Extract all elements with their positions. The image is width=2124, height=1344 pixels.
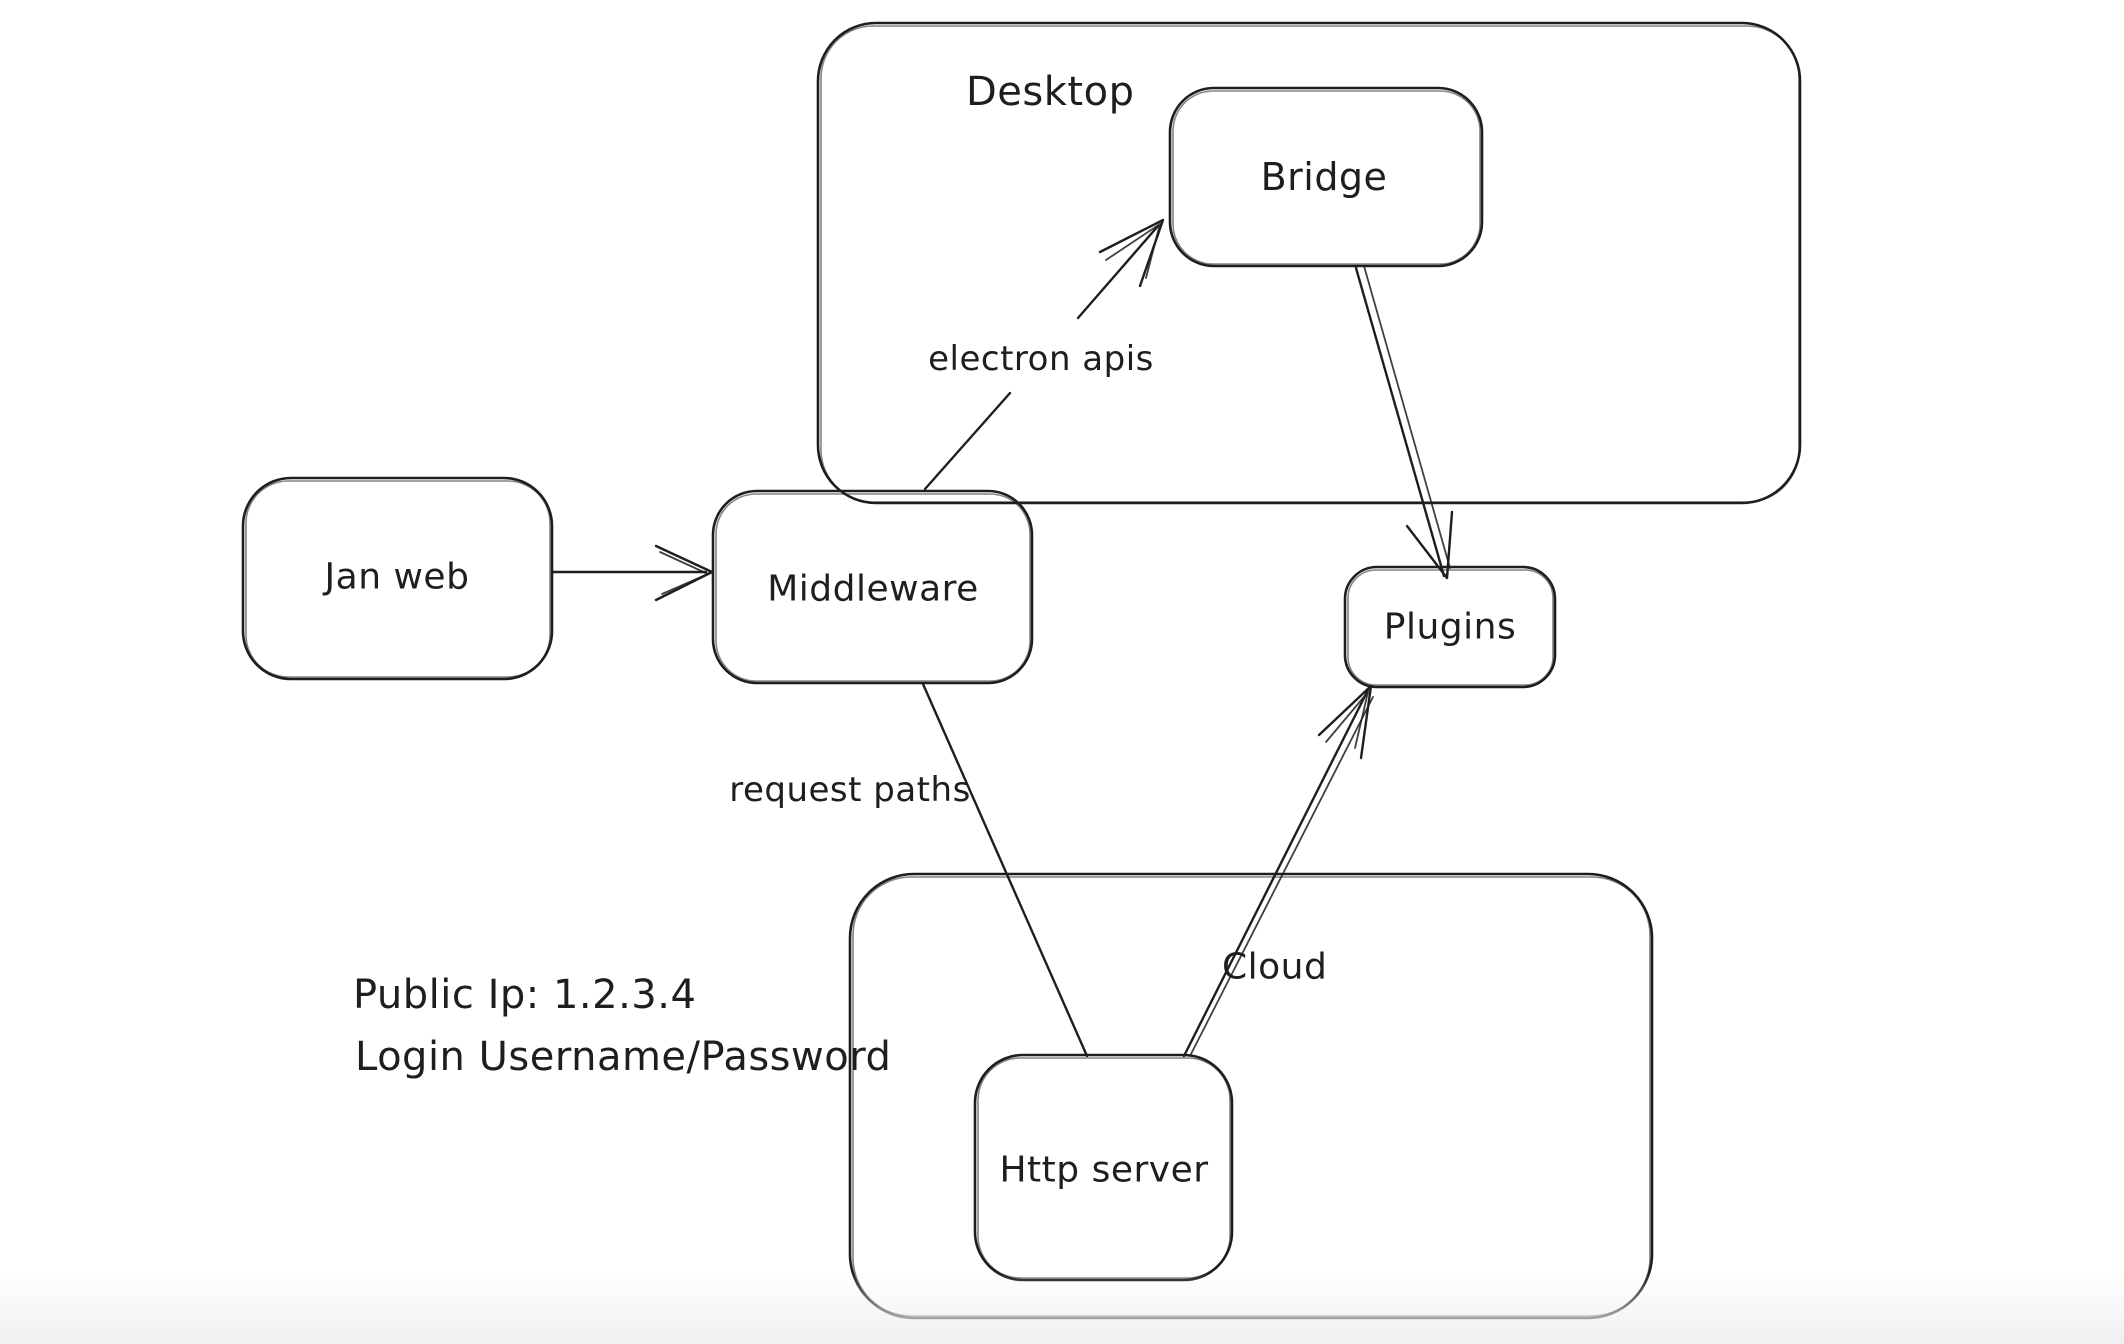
edge-middleware-to-bridge-arrowhead-icon	[1098, 218, 1165, 288]
cloud-container-label[interactable]: Cloud	[1222, 947, 1327, 988]
bridge-box[interactable]	[1168, 86, 1484, 268]
note-login[interactable]: Login Username/Password	[355, 1034, 891, 1080]
desktop-container-sketch-overstroke	[820, 25, 1800, 503]
edge-jan-web-to-middleware[interactable]	[550, 544, 714, 602]
edge-middleware-to-bridge-arrowhead-overstroke	[1105, 223, 1161, 279]
desktop-container[interactable]: Desktop	[816, 21, 1802, 505]
desktop-container-box[interactable]	[816, 21, 1802, 505]
plugins-sketch-overstroke	[1347, 569, 1554, 686]
edge-bridge-to-plugins-line-overstroke	[1363, 265, 1451, 569]
edge-middleware-to-bridge-line-lower[interactable]	[923, 391, 1012, 491]
middleware-box[interactable]	[711, 489, 1034, 685]
node-plugins[interactable]: Plugins	[1343, 565, 1557, 689]
edge-middleware-to-http-server[interactable]: request paths	[729, 682, 1089, 1058]
node-http-server[interactable]: Http server	[973, 1053, 1234, 1282]
edge-jan-web-to-middleware-arrowhead-icon	[654, 544, 714, 602]
edge-middleware-to-http-server-line[interactable]	[921, 682, 1089, 1058]
edge-middleware-to-bridge-line-upper[interactable]	[1076, 224, 1160, 320]
middleware-sketch-overstroke	[715, 493, 1031, 682]
http-server-label: Http server	[999, 1150, 1208, 1191]
jan-web-label: Jan web	[323, 557, 470, 598]
edge-http-server-to-plugins-arrowhead-icon	[1317, 684, 1373, 760]
edge-http-server-to-plugins-line-overstroke	[1189, 696, 1374, 1057]
edge-http-server-to-plugins-arrowhead-overstroke	[1325, 691, 1369, 749]
node-middleware[interactable]: Middleware	[711, 489, 1034, 685]
middleware-label: Middleware	[767, 569, 979, 610]
plugins-label: Plugins	[1384, 607, 1516, 648]
edge-label-request-paths[interactable]: request paths	[729, 770, 971, 810]
bridge-label: Bridge	[1261, 155, 1388, 199]
edge-middleware-to-bridge[interactable]: electron apis	[923, 218, 1165, 491]
node-jan-web[interactable]: Jan web	[241, 476, 554, 681]
notes-block[interactable]: Public Ip: 1.2.3.4 Login Username/Passwo…	[353, 972, 891, 1080]
edge-http-server-to-plugins[interactable]	[1182, 684, 1374, 1058]
bridge-sketch-overstroke	[1172, 90, 1481, 265]
jan-web-sketch-overstroke	[245, 480, 551, 678]
desktop-container-label[interactable]: Desktop	[966, 69, 1134, 115]
edge-jan-web-to-middleware-arrowhead-overstroke	[659, 551, 709, 595]
edge-bridge-to-plugins[interactable]	[1354, 265, 1454, 580]
canvas-bottom-fade	[0, 1272, 2124, 1344]
node-bridge[interactable]: Bridge	[1168, 86, 1484, 268]
edge-bridge-to-plugins-arrowhead-icon	[1405, 510, 1454, 580]
edge-http-server-to-plugins-line[interactable]	[1182, 688, 1370, 1058]
edge-bridge-to-plugins-line[interactable]	[1354, 266, 1446, 578]
edge-label-electron-apis[interactable]: electron apis	[928, 339, 1154, 379]
jan-web-box[interactable]	[241, 476, 554, 681]
note-public-ip[interactable]: Public Ip: 1.2.3.4	[353, 972, 696, 1018]
